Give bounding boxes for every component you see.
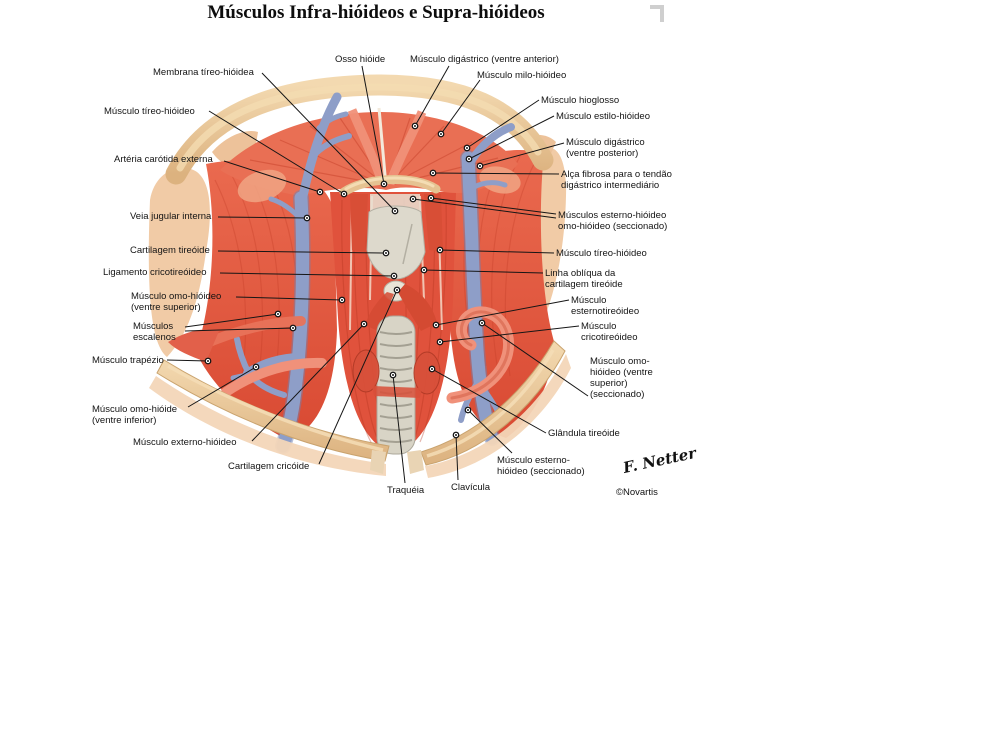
label-musculo-tireo-hioideo-right: Músculo tíreo-hióideo	[556, 248, 647, 259]
label-clavicula: Clavícula	[451, 482, 491, 493]
label-alca-fibrosa-tendao: Alça fibrosa para o tendão digástrico in…	[561, 169, 672, 191]
publisher-credit: ©Novartis	[616, 487, 658, 498]
label-musculo-cricotireoideo: Músculo cricotireóideo	[581, 321, 638, 343]
leader-lines	[166, 65, 589, 484]
label-musculo-esternotireoideo: Músculo esternotireóideo	[571, 295, 640, 317]
label-musculo-externo-hioideo: Músculo externo-hióideo	[133, 437, 237, 448]
label-linha-obliqua: Linha oblíqua da cartilagem tireóide	[545, 268, 623, 290]
label-arteria-carotida-externa: Artéria carótida externa	[114, 154, 213, 165]
clavicle-bones	[149, 340, 571, 478]
label-omo-hioide-ventre-inferior: Músculo omo-hióide (ventre inferior)	[92, 404, 178, 426]
label-ligamento-cricotireoideo: Ligamento cricotireóideo	[103, 267, 207, 278]
omohyoid-and-scalene-muscles	[168, 306, 514, 404]
label-veia-jugular-interna: Veia jugular interna	[130, 211, 212, 222]
thyroid-cartilage	[366, 205, 426, 280]
label-traqueia: Traquéia	[387, 485, 425, 496]
trachea	[376, 315, 416, 455]
label-omo-hioideo-ventre-superior: Músculo omo-hióideo (ventre superior)	[131, 291, 222, 313]
label-musculo-milo-hioideo: Músculo milo-hióideo	[477, 70, 567, 81]
label-digastrico-ventre-posterior: Músculo digástrico (ventre posterior)	[566, 137, 645, 159]
label-musculo-estilo-hioideo: Músculo estilo-hióideo	[556, 111, 650, 122]
label-musculo-tireo-hioideo-left: Músculo tíreo-hióideo	[104, 106, 195, 117]
label-musculo-hioglosso: Músculo hioglosso	[541, 95, 620, 106]
scan-artifact	[650, 5, 664, 22]
label-musculo-trapezio: Músculo trapézio	[92, 355, 164, 366]
label-omo-hioideo-seccionado: Músculo omo- hióideo (ventre superior) (…	[590, 356, 653, 400]
larynx-and-cartilages	[339, 175, 443, 331]
label-musculos-escalenos: Músculos escalenos	[133, 321, 176, 343]
label-esterno-omo-hioideo-seccionado: Músculos esterno-hióideo omo-hióideo (se…	[558, 210, 668, 232]
mandible-bone	[165, 74, 554, 185]
label-cartilagem-cricoide: Cartilagem cricóide	[228, 461, 310, 472]
label-digastrico-ventre-anterior: Músculo digástrico (ventre anterior)	[410, 54, 559, 65]
label-membrana-tireo-hioidea: Membrana tíreo-hióidea	[153, 67, 254, 78]
label-osso-hioide: Osso hióide	[335, 54, 386, 65]
page-title: Músculos Infra-hióideos e Supra-hióideos	[207, 2, 545, 23]
label-glandula-tireoide: Glândula tireóide	[548, 428, 620, 439]
label-esterno-hioideo-seccionado: Músculo esterno- hióideo (seccionado)	[497, 455, 585, 477]
label-cartilagem-tireoide: Cartilagem tireóide	[130, 245, 210, 256]
